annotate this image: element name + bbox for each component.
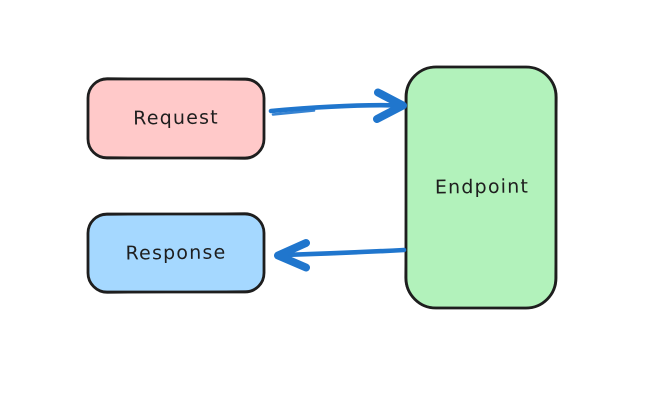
- request-to-endpoint-arrow-overdraw: [271, 109, 316, 116]
- endpoint-node-label: Endpoint: [434, 175, 530, 199]
- request-to-endpoint-arrow: [268, 88, 407, 123]
- node-shapes: [86, 65, 558, 310]
- edges: [268, 88, 407, 272]
- endpoint-node-shape: [404, 65, 558, 310]
- request-node-label: Request: [133, 106, 219, 130]
- response-node-shape: [86, 212, 266, 294]
- response-node-sketch-outline: [86, 212, 266, 294]
- endpoint-node-sketch-outline: [404, 65, 558, 310]
- request-to-endpoint-arrow-line: [268, 102, 402, 114]
- request-to-endpoint-arrowhead: [373, 88, 407, 123]
- request-node-shape: [86, 77, 266, 160]
- response-node-label: Response: [125, 241, 227, 265]
- endpoint-to-response-arrow-line: [281, 247, 407, 258]
- endpoint-to-response-arrow: [274, 239, 407, 272]
- request-node-sketch-outline: [86, 77, 266, 160]
- endpoint-to-response-arrowhead: [274, 239, 310, 272]
